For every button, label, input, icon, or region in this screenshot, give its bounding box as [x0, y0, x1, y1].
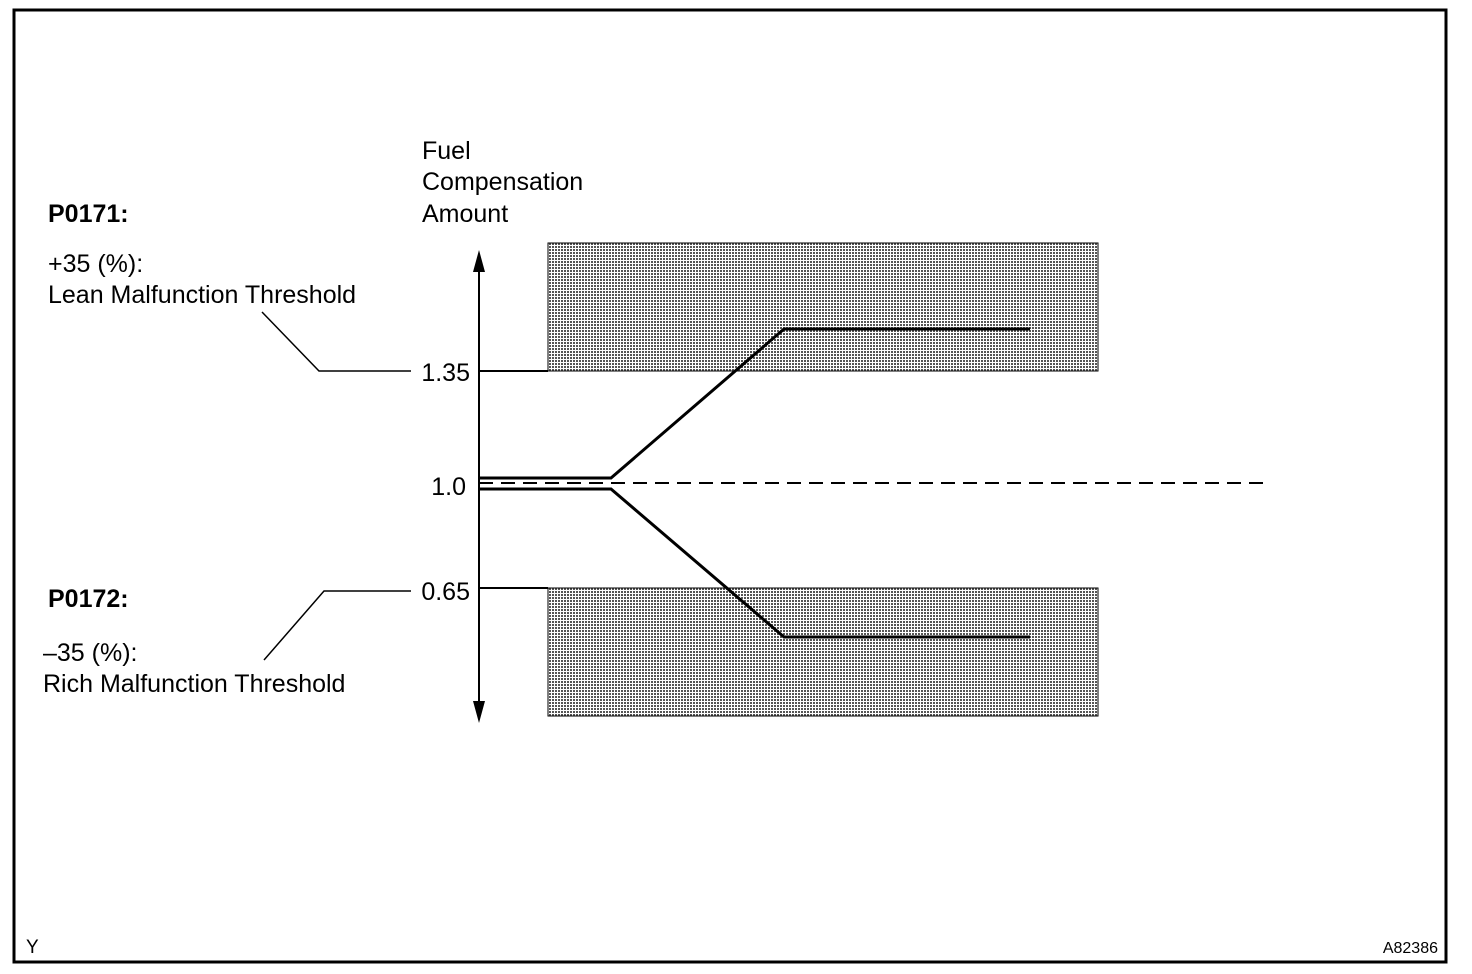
rich-description-label: Rich Malfunction Threshold	[43, 670, 345, 698]
lean-description-label: Lean Malfunction Threshold	[48, 281, 356, 309]
rich-callout-leader	[263, 590, 411, 661]
rich-malfunction-region	[547, 587, 1099, 717]
y-axis-arrow-down	[473, 701, 485, 723]
rich-compensation-curve	[479, 487, 1030, 639]
tick-label-1-35: 1.35	[421, 359, 470, 387]
lean-callout-leader	[261, 311, 411, 372]
lean-malfunction-region	[547, 242, 1099, 372]
tick-label-0-65: 0.65	[421, 578, 470, 606]
figure-id: A82386	[1383, 940, 1438, 957]
tick-label-1-0: 1.0	[431, 473, 466, 501]
lean-value-label: +35 (%):	[48, 250, 143, 278]
rich-value-label: –35 (%):	[43, 639, 137, 667]
figure-frame	[12, 8, 1448, 964]
y-axis-title-line-3: Amount	[422, 200, 508, 228]
rich-code-label: P0172:	[48, 585, 129, 613]
corner-letter: Y	[26, 937, 39, 958]
y-axis-title-line-2: Compensation	[422, 168, 583, 196]
y-axis-title-line-1: Fuel	[422, 137, 471, 165]
lean-code-label: P0171:	[48, 200, 129, 228]
lean-compensation-curve	[479, 327, 1030, 480]
y-axis-arrow-up	[473, 250, 485, 272]
